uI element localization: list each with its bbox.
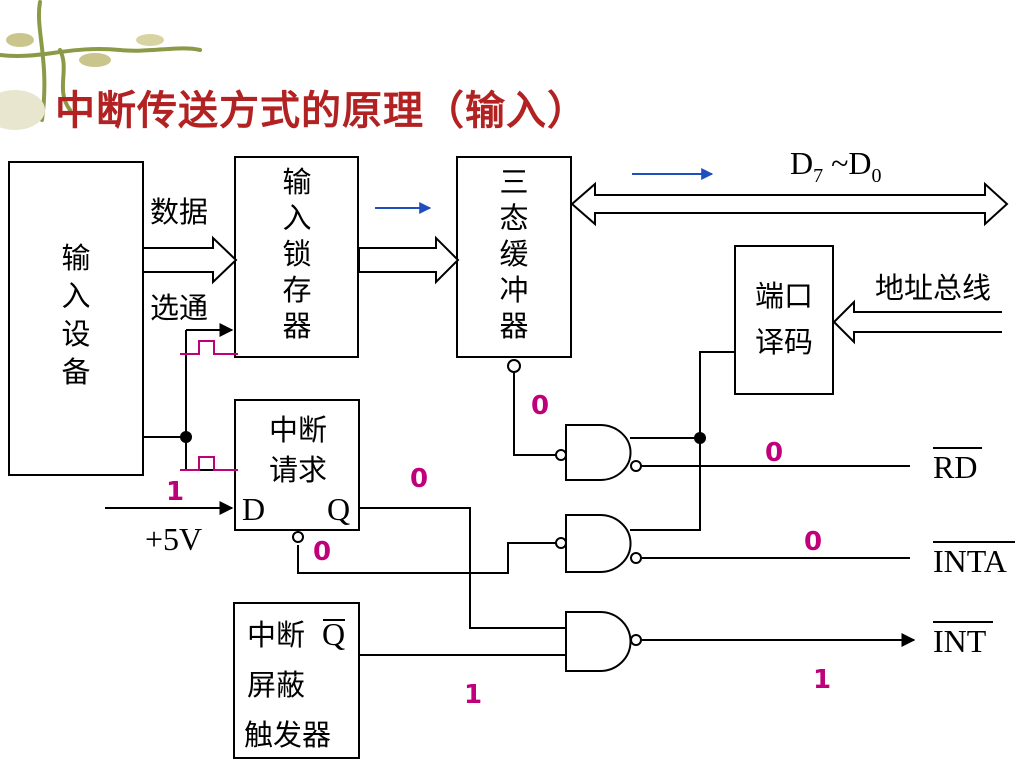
bit-q-output: 0 — [410, 464, 428, 494]
bit-inta-line: 0 — [804, 527, 822, 557]
clear-pin-bubble — [292, 531, 304, 543]
bit-clear-pin: 0 — [313, 537, 331, 567]
tristate-buffer-char: 三 — [499, 165, 528, 199]
port-decoder-box: 端口 译码 — [734, 245, 834, 395]
input-latch-char: 入 — [282, 201, 311, 235]
and-gate-inta — [555, 514, 642, 573]
vine-logo — [0, 0, 202, 130]
and-gate-rd — [555, 424, 642, 481]
strobe-pulse-symbol — [180, 456, 238, 471]
d-pin-label: D — [242, 491, 265, 527]
int-mask-line: 中断 — [247, 618, 305, 652]
plus5v-label: +5V — [145, 521, 202, 557]
strobe-pulse-symbol — [180, 340, 238, 355]
data-bus-arrow — [142, 235, 238, 285]
int-mask-line: 触发器 — [244, 718, 331, 752]
input-latch-box: 输 入 锁 存 器 — [234, 156, 359, 358]
int-mask-box: 中断 屏蔽 触发器 Q — [233, 602, 360, 759]
input-device-char: 入 — [61, 279, 90, 313]
tristate-buffer-char: 器 — [499, 309, 528, 343]
and-gate-int — [565, 611, 642, 672]
input-latch-char: 存 — [282, 273, 311, 307]
buffer-enable-bubble — [507, 359, 521, 373]
inta-signal-label: INTA — [933, 543, 1007, 579]
int-signal-label: INT — [933, 623, 987, 659]
address-bus-label: 地址总线 — [875, 271, 991, 305]
q-pin-label: Q — [327, 491, 350, 527]
input-device-char: 备 — [61, 355, 90, 389]
bit-rd-line: 0 — [765, 438, 783, 468]
port-decoder-line: 端口 — [755, 279, 813, 313]
strobe-label: 选通 — [150, 291, 208, 325]
data-label: 数据 — [150, 195, 208, 229]
input-device-char: 设 — [61, 317, 90, 351]
bit-d-input: 1 — [166, 477, 184, 507]
int-request-line: 中断 — [269, 413, 327, 447]
system-data-bus — [570, 181, 1009, 227]
bit-int-out: 1 — [813, 665, 831, 695]
int-request-line: 请求 — [269, 453, 327, 487]
int-mask-line: 屏蔽 — [247, 668, 305, 702]
input-device-box: 输 入 设 备 — [8, 161, 144, 476]
address-bus-arrow — [832, 299, 1002, 345]
tristate-buffer-char: 态 — [499, 201, 528, 235]
tristate-buffer-char: 缓 — [499, 237, 528, 271]
bit-buffer-enable: 0 — [531, 391, 549, 421]
data-bus-label: D7 ~D0 — [790, 145, 882, 187]
input-latch-char: 锁 — [282, 237, 311, 271]
slide-title: 中断传送方式的原理（输入） — [55, 88, 588, 134]
latch-to-buffer-arrow — [358, 235, 460, 285]
qbar-pin-label: Q — [322, 616, 345, 652]
input-device-char: 输 — [61, 241, 90, 275]
rd-signal-label: RD — [933, 449, 977, 485]
input-latch-char: 器 — [282, 309, 311, 343]
tristate-buffer-char: 冲 — [499, 273, 528, 307]
port-decoder-line: 译码 — [755, 325, 813, 359]
int-request-box: 中断 请求 D Q — [234, 399, 360, 531]
input-latch-char: 输 — [282, 165, 311, 199]
bit-mask-qbar: 1 — [464, 680, 482, 710]
tristate-buffer-box: 三 态 缓 冲 器 — [456, 156, 572, 358]
